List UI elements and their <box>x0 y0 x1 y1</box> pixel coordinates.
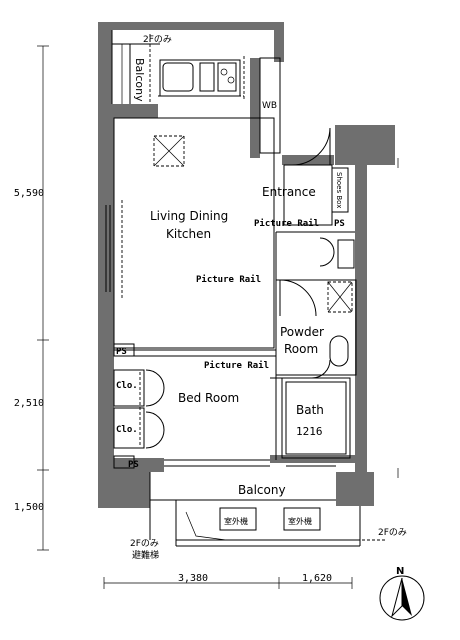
north-label: N <box>396 566 404 577</box>
ldk-label-line2: Kitchen <box>166 227 211 241</box>
ps-label-entrance: PS <box>334 219 345 229</box>
ps-label-bed-top: PS <box>116 347 127 357</box>
entrance-label: Entrance <box>262 185 316 199</box>
powder-room-label-line1: Powder <box>280 325 324 339</box>
closet-label-1: Clo. <box>116 381 138 391</box>
wb-label: WB <box>262 101 277 111</box>
ps-label-bed-bottom: PS <box>128 460 139 470</box>
dim-label-1500: 1,500 <box>14 502 44 513</box>
top-floor-note: 2Fのみ <box>143 34 172 45</box>
powder-room <box>275 279 357 376</box>
escape-hatch-label: 避難梯 <box>132 549 159 561</box>
picture-rail-label-bed: Picture Rail <box>204 360 269 371</box>
dimension-lines <box>37 45 399 589</box>
ldk-label-line1: Living Dining <box>150 209 228 223</box>
dim-label-2510: 2,510 <box>14 398 44 409</box>
outdoor-unit-label-1: 室外機 <box>224 516 248 526</box>
dim-label-3380: 3,380 <box>178 573 208 584</box>
bottom-balcony <box>149 472 386 547</box>
bath-label: Bath <box>296 403 324 417</box>
north-arrow <box>379 575 425 621</box>
bed-room-label: Bed Room <box>178 391 239 405</box>
kitchen-counter <box>158 56 245 100</box>
closet-label-2: Clo. <box>116 425 138 435</box>
shoes-box-label: Shoes Box <box>335 172 343 208</box>
ldk-room <box>105 117 275 349</box>
top-balcony <box>111 30 160 104</box>
bottom-floor-note: 2Fのみ <box>378 527 407 538</box>
bed-room <box>113 343 336 469</box>
entrance-area <box>283 127 349 226</box>
balcony-label: Balcony <box>238 483 286 497</box>
top-balcony-label: Balcony <box>133 58 146 102</box>
powder-room-label-line2: Room <box>284 342 318 356</box>
bath-room <box>270 359 351 459</box>
fridge-space <box>153 135 185 167</box>
escape-floor-note: 2Fのみ <box>130 538 159 549</box>
picture-rail-label-entrance: Picture Rail <box>254 218 319 229</box>
dim-label-5590: 5,590 <box>14 188 44 199</box>
dim-label-1620: 1,620 <box>302 573 332 584</box>
wb-cabinet <box>259 57 281 154</box>
outdoor-unit-label-2: 室外機 <box>288 516 312 526</box>
picture-rail-label-ldk: Picture Rail <box>196 274 261 285</box>
bath-size-label: 1216 <box>296 425 323 438</box>
